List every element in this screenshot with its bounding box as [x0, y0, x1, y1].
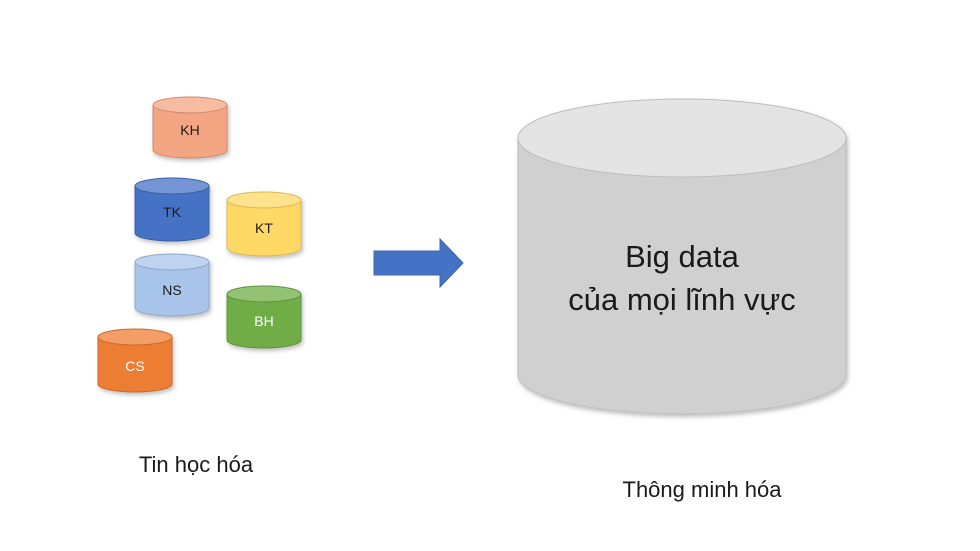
- big-data-label-line2: của mọi lĩnh vực: [568, 282, 796, 317]
- big-data-cylinder: [517, 98, 847, 415]
- database-cylinder-ns: NS: [134, 253, 210, 317]
- database-label-bh: BH: [254, 313, 273, 329]
- database-label-kh: KH: [180, 122, 199, 138]
- database-cylinder-bh: BH: [226, 285, 302, 349]
- database-cylinder-cs: CS: [97, 328, 173, 393]
- right-arrow-icon: [373, 237, 464, 289]
- big-data-label-line1: Big data: [625, 239, 740, 274]
- caption-thong-minh-hoa: Thông minh hóa: [623, 477, 783, 502]
- database-label-ns: NS: [162, 282, 181, 298]
- database-label-tk: TK: [163, 204, 182, 220]
- database-label-cs: CS: [125, 358, 144, 374]
- database-cylinder-kt: KT: [226, 191, 302, 257]
- caption-tin-hoc-hoa: Tin học hóa: [139, 452, 254, 477]
- database-label-kt: KT: [255, 220, 273, 236]
- database-cylinder-tk: TK: [134, 177, 210, 242]
- database-cylinder-kh: KH: [152, 96, 228, 159]
